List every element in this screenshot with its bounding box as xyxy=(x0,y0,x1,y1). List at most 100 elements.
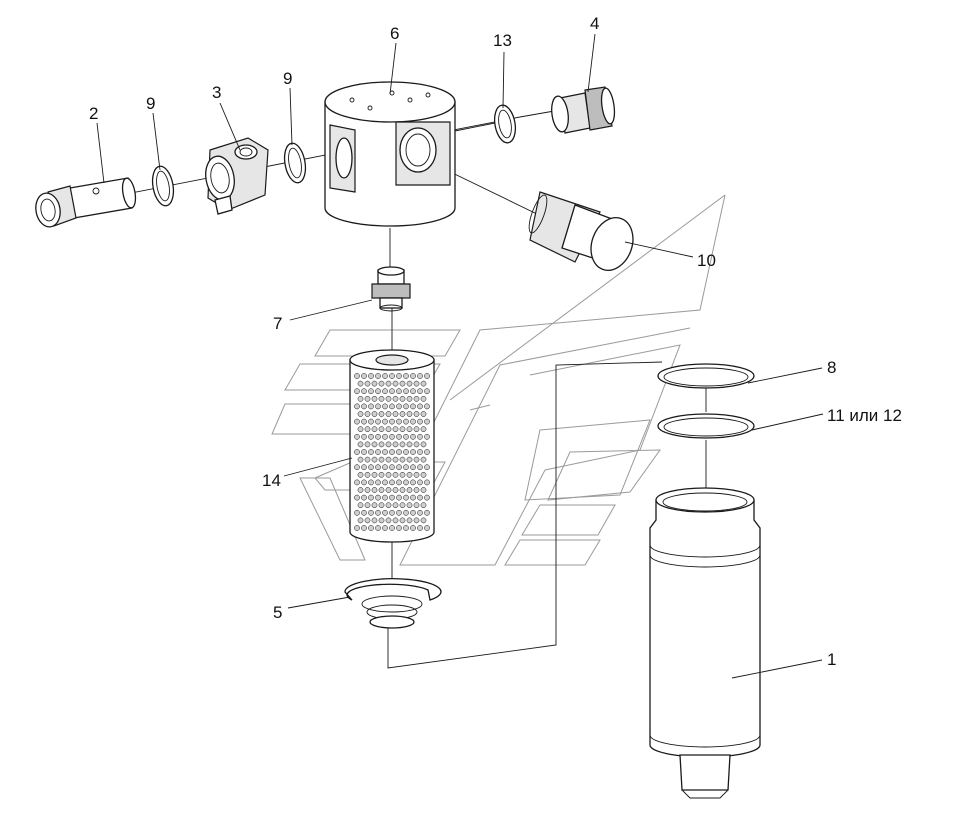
perforation-hole xyxy=(389,449,395,455)
perforation-hole xyxy=(385,471,392,478)
perforation-hole xyxy=(420,395,427,402)
perforation-hole xyxy=(396,449,402,455)
perforation-hole xyxy=(364,380,371,387)
perforation-hole xyxy=(413,426,420,433)
perforation-hole xyxy=(420,471,427,478)
perforation-hole xyxy=(371,441,378,448)
perforation-hole xyxy=(403,464,409,471)
perforation-hole xyxy=(361,388,367,395)
perforation-hole xyxy=(385,426,392,433)
perforation-hole xyxy=(417,479,423,486)
perforation-hole xyxy=(403,449,409,455)
perforation-hole xyxy=(368,509,374,516)
perforation-hole xyxy=(364,441,371,448)
perforation-hole xyxy=(371,502,378,509)
perforation-hole xyxy=(382,373,388,379)
perforation-hole xyxy=(364,471,371,478)
part-6-filter-head xyxy=(324,81,456,227)
perforation-hole xyxy=(410,373,416,379)
perforation-hole xyxy=(403,388,409,395)
filter-perforations xyxy=(354,373,430,531)
perforation-hole xyxy=(403,433,409,440)
perforation-hole xyxy=(417,418,423,425)
perforation-hole xyxy=(382,418,388,425)
perforation-hole xyxy=(389,479,395,486)
label-part-9-left: 9 xyxy=(146,94,155,113)
perforation-hole xyxy=(354,494,360,501)
perforation-hole xyxy=(385,411,392,417)
perforation-hole xyxy=(392,517,399,524)
perforation-hole xyxy=(417,509,423,516)
perforation-hole xyxy=(396,479,402,486)
perforation-hole xyxy=(392,471,399,478)
perforation-hole xyxy=(406,395,413,402)
perforation-hole xyxy=(396,403,402,410)
part-labels: 2 9 3 9 6 13 4 10 7 8 11 или 12 14 5 1 xyxy=(89,14,902,669)
perforation-hole xyxy=(361,464,367,471)
perforation-hole xyxy=(382,403,388,410)
perforation-hole xyxy=(382,388,388,395)
perforation-hole xyxy=(361,525,367,531)
perforation-hole xyxy=(357,411,364,417)
perforation-hole xyxy=(396,418,402,425)
perforation-hole xyxy=(354,509,360,516)
perforation-hole xyxy=(357,426,364,433)
perforation-hole xyxy=(410,479,416,486)
label-part-10: 10 xyxy=(697,251,716,270)
perforation-hole xyxy=(364,502,371,509)
perforation-hole xyxy=(413,411,420,417)
perforation-hole xyxy=(424,449,430,455)
label-part-14: 14 xyxy=(262,471,281,490)
perforation-hole xyxy=(385,502,392,509)
perforation-hole xyxy=(368,388,374,395)
perforation-hole xyxy=(420,456,427,463)
perforation-hole xyxy=(371,471,378,478)
perforation-hole xyxy=(357,380,364,387)
perforation-hole xyxy=(371,487,378,493)
perforation-hole xyxy=(354,479,360,486)
perforation-hole xyxy=(378,426,385,433)
perforation-hole xyxy=(371,380,378,387)
perforation-hole xyxy=(424,464,430,471)
perforation-hole xyxy=(424,479,430,486)
perforation-hole xyxy=(410,525,416,531)
perforation-hole xyxy=(375,525,381,531)
perforation-hole xyxy=(368,418,374,425)
perforation-hole xyxy=(399,395,406,402)
perforation-hole xyxy=(392,426,399,433)
perforation-hole xyxy=(406,471,413,478)
perforation-hole xyxy=(389,373,395,379)
perforation-hole xyxy=(368,433,374,440)
perforation-hole xyxy=(354,464,360,471)
perforation-hole xyxy=(375,418,381,425)
perforation-hole xyxy=(396,525,402,531)
part-9-o-ring-right xyxy=(283,142,307,184)
perforation-hole xyxy=(385,395,392,402)
perforation-hole xyxy=(382,525,388,531)
perforation-hole xyxy=(392,502,399,509)
part-13-o-ring xyxy=(493,104,517,144)
perforation-hole xyxy=(389,525,395,531)
label-part-8: 8 xyxy=(827,358,836,377)
perforation-hole xyxy=(378,517,385,524)
perforation-hole xyxy=(417,449,423,455)
perforation-hole xyxy=(399,502,406,509)
perforation-hole xyxy=(368,494,374,501)
perforation-hole xyxy=(357,487,364,493)
perforation-hole xyxy=(382,433,388,440)
perforation-hole xyxy=(378,441,385,448)
part-5-spring-ring xyxy=(344,578,442,629)
perforation-hole xyxy=(357,517,364,524)
perforation-hole xyxy=(378,395,385,402)
perforation-hole xyxy=(403,509,409,516)
perforation-hole xyxy=(354,373,360,379)
perforation-hole xyxy=(410,388,416,395)
perforation-hole xyxy=(354,388,360,395)
perforation-hole xyxy=(375,509,381,516)
perforation-hole xyxy=(396,464,402,471)
perforation-hole xyxy=(364,395,371,402)
perforation-hole xyxy=(382,464,388,471)
perforation-hole xyxy=(378,502,385,509)
perforation-hole xyxy=(354,433,360,440)
